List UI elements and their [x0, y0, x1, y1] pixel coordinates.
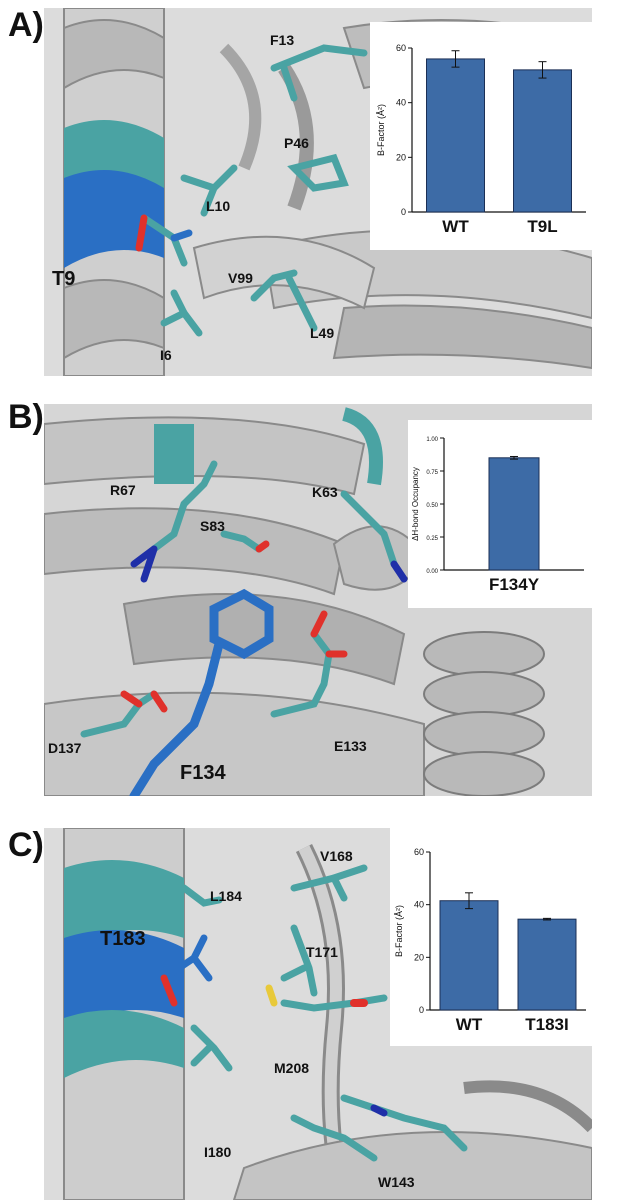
- residue-label-d137: D137: [48, 740, 82, 756]
- residue-label-s83: S83: [200, 518, 225, 534]
- chart-c-ytick-label: 0: [419, 1005, 424, 1015]
- residue-label-l49: L49: [310, 325, 335, 341]
- chart-c-category-label-t183i: T183I: [525, 1015, 568, 1034]
- chart-a-bar-t9l: [513, 69, 572, 213]
- chart-a-y-axis-label: B-Factor (Å²): [376, 104, 386, 156]
- residue-label-f13: F13: [270, 32, 295, 48]
- chart-b-ytick-label: 1.00: [426, 437, 438, 443]
- residue-label-t183: T183: [100, 928, 146, 950]
- residue-label-i6: I6: [160, 347, 172, 363]
- chart-c-y-axis-label: B-Factor (Å²): [394, 905, 404, 957]
- panel-a-chart-svg: 0 20 40 60B-Factor (Å²) WT T9L: [376, 43, 586, 236]
- chart-a-category-label-t9l: T9L: [527, 217, 557, 236]
- chart-c-ytick-label: 40: [414, 900, 424, 910]
- residue-label-p46: P46: [284, 135, 309, 151]
- chart-c-bar-t183i: [517, 918, 577, 1011]
- residue-label-t171: T171: [306, 944, 338, 960]
- residue-label-k63: K63: [312, 484, 338, 500]
- chart-a-ytick-label: 20: [396, 152, 406, 162]
- residue-label-l184: L184: [210, 888, 242, 904]
- chart-c-ytick-label: 60: [414, 847, 424, 857]
- residue-label-l10: L10: [206, 198, 231, 214]
- chart-a-ytick-label: 0: [401, 207, 406, 217]
- chart-c-bar-wt: [439, 900, 499, 1011]
- chart-c-ytick-label: 20: [414, 952, 424, 962]
- residue-label-f134: F134: [180, 762, 226, 784]
- panel-c-chart-svg: 0 20 40 60B-Factor (Å²) WT T183I: [394, 847, 586, 1034]
- chart-b-ytick-label: 0.50: [426, 503, 438, 509]
- chart-b-ytick-label: 0.25: [426, 536, 438, 542]
- chart-b-ytick-label: 0.00: [426, 569, 438, 575]
- chart-b-bar-f134y: [488, 457, 540, 571]
- chart-b-category-label-f134y: F134Y: [489, 575, 540, 594]
- panel-c-structure: V168 L184 T183 T171 M208 I180 W143 0 20 40…: [44, 828, 592, 1200]
- residue-label-r67: R67: [110, 482, 136, 498]
- panel-a-letter: A): [8, 6, 44, 44]
- chart-a-bar-wt: [426, 58, 485, 213]
- residue-label-t9: T9: [52, 268, 76, 290]
- residue-label-i180: I180: [204, 1144, 232, 1160]
- residue-label-e133: E133: [334, 738, 367, 754]
- chart-b-ytick-label: 0.75: [426, 470, 438, 476]
- residue-label-v99: V99: [228, 270, 253, 286]
- chart-a-ytick-label: 60: [396, 43, 406, 53]
- chart-c-category-label-wt: WT: [456, 1015, 483, 1034]
- residue-label-w143: W143: [378, 1174, 415, 1190]
- panel-c-letter: C): [8, 826, 44, 864]
- chart-a-category-label-wt: WT: [442, 217, 469, 236]
- residue-label-v168: V168: [320, 848, 353, 864]
- residue-label-m208: M208: [274, 1060, 310, 1076]
- panel-b-letter: B): [8, 398, 44, 436]
- chart-b-y-axis-label: ΔH-bond Occupancy: [411, 467, 420, 541]
- chart-a-ytick-label: 40: [396, 98, 406, 108]
